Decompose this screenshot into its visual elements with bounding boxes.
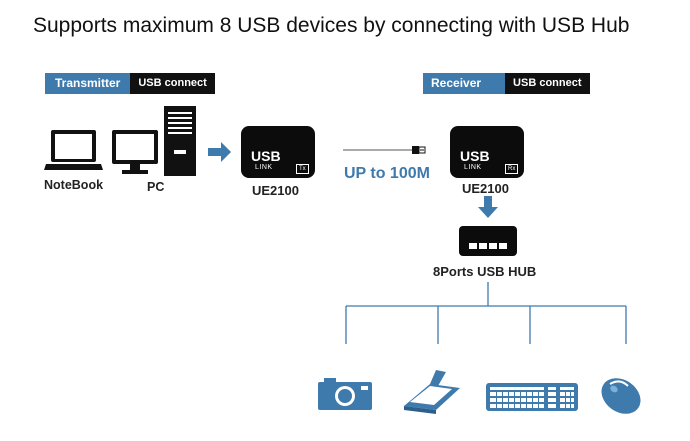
receiver-tag: Receiver USB connect bbox=[423, 73, 590, 94]
transmitter-tag: Transmitter USB connect bbox=[45, 73, 215, 94]
cable-length-label: UP to 100M bbox=[344, 165, 430, 182]
tx-device-sub: LINK bbox=[255, 164, 273, 171]
hub-label: 8Ports USB HUB bbox=[433, 264, 537, 279]
transmitter-tag-sublabel: USB connect bbox=[130, 73, 215, 94]
rx-device-sub: LINK bbox=[464, 164, 482, 171]
arrow-pc-to-tx-icon bbox=[208, 142, 231, 162]
scanner-icon bbox=[404, 370, 460, 414]
hub-tree-lines bbox=[345, 282, 627, 344]
tx-device-badge: Tx bbox=[296, 164, 309, 174]
pc-icon bbox=[112, 106, 196, 176]
keyboard-icon bbox=[486, 383, 578, 411]
arrow-rx-to-hub-icon bbox=[478, 196, 498, 218]
receiver-device: USB LINK Rx bbox=[450, 126, 524, 178]
rx-device-model: UE2100 bbox=[462, 181, 509, 196]
receiver-tag-label: Receiver bbox=[423, 73, 506, 94]
page-title: Supports maximum 8 USB devices by connec… bbox=[33, 14, 630, 37]
cable-icon bbox=[343, 146, 426, 154]
transmitter-device: USB LINK Tx bbox=[241, 126, 315, 178]
rx-device-brand: USB bbox=[460, 148, 490, 164]
usb-hub-icon bbox=[459, 226, 517, 256]
pc-label: PC bbox=[147, 180, 165, 194]
rx-device-badge: Rx bbox=[505, 164, 519, 174]
camera-icon bbox=[318, 378, 372, 410]
notebook-label: NoteBook bbox=[44, 178, 104, 192]
tx-device-model: UE2100 bbox=[252, 183, 299, 198]
receiver-tag-sublabel: USB connect bbox=[505, 73, 590, 94]
tx-device-brand: USB bbox=[251, 148, 281, 164]
mouse-icon bbox=[601, 378, 641, 414]
notebook-icon bbox=[44, 130, 103, 170]
transmitter-tag-label: Transmitter bbox=[45, 73, 131, 94]
